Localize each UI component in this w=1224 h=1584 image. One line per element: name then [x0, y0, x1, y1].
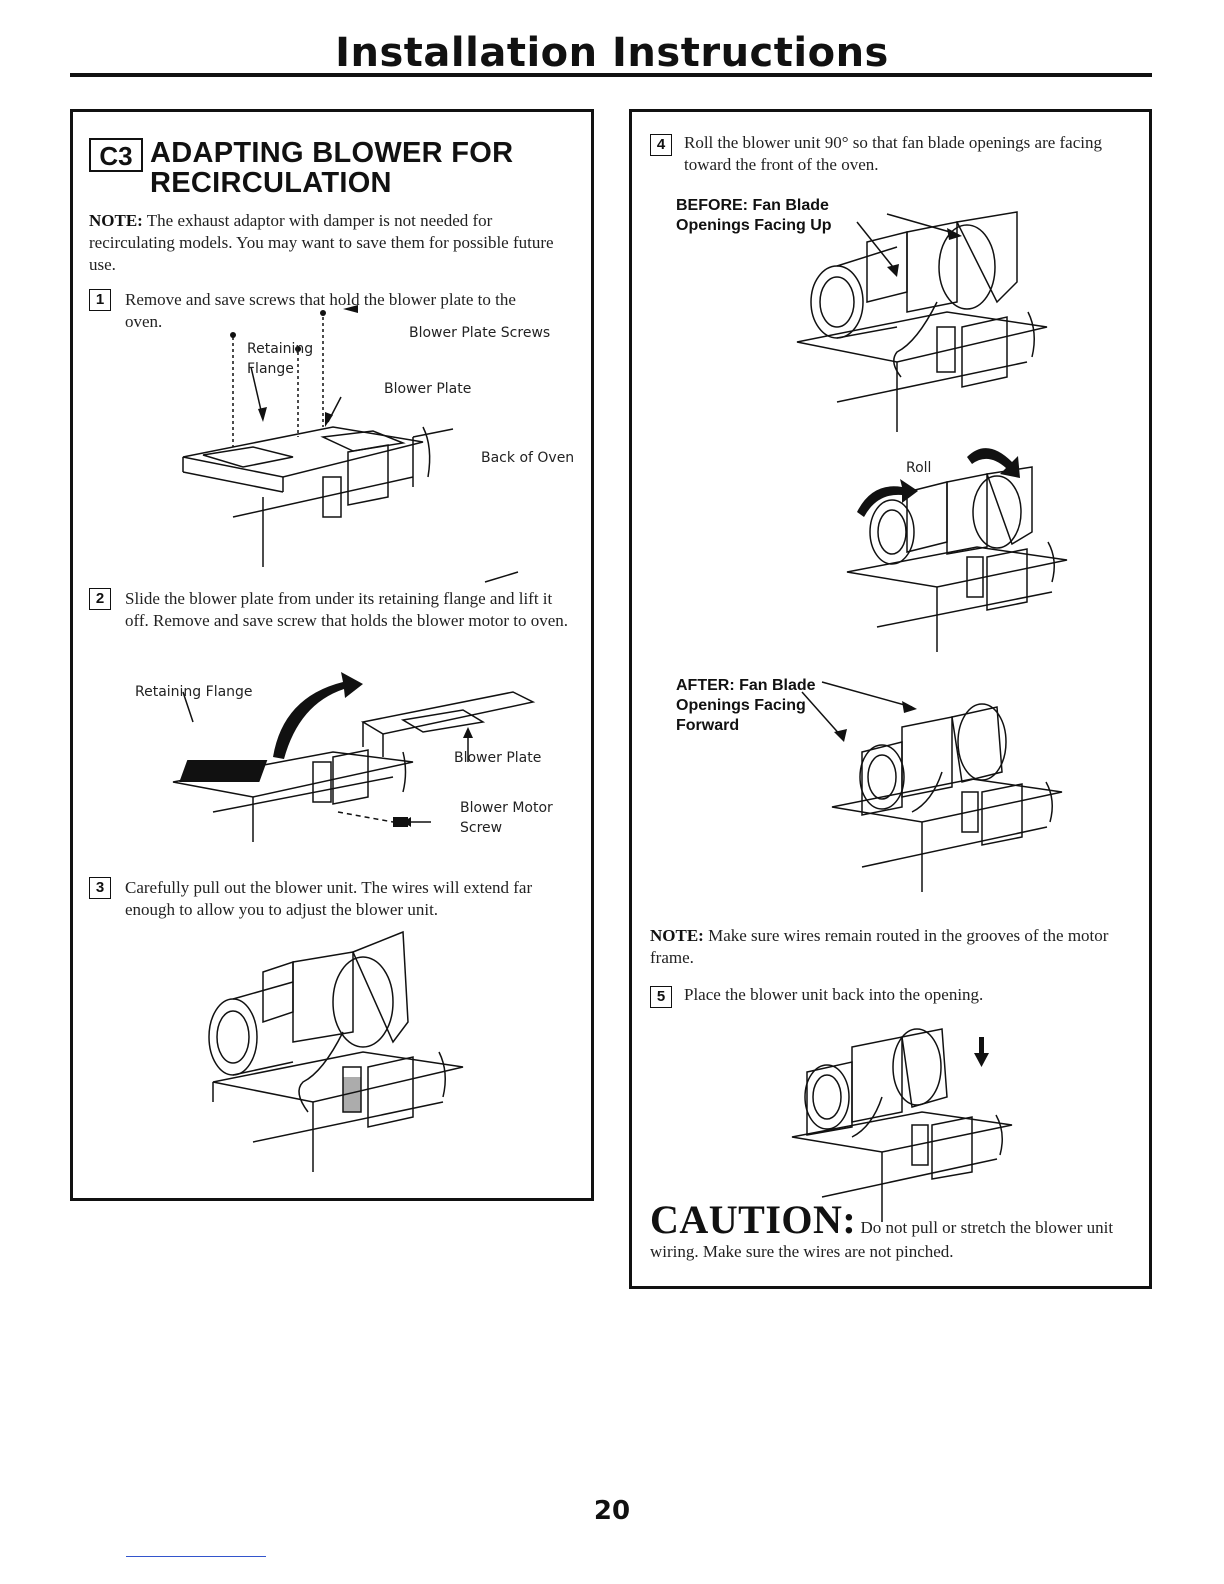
- blower-motor-screw-label-1: Blower Motor: [460, 800, 553, 816]
- step-2-box: 2: [89, 588, 111, 610]
- note-label-2: NOTE:: [650, 926, 704, 945]
- blower-unit-pulled-out-diagram: [208, 930, 464, 1172]
- step-5-box: 5: [650, 986, 672, 1008]
- after-fan-forward-diagram: [801, 681, 1063, 892]
- blower-plate-screws-label: Blower Plate Screws: [409, 325, 551, 341]
- step-4-text: Roll the blower unit 90° so that fan bla…: [684, 133, 1102, 174]
- section-code-box: C3: [89, 138, 143, 172]
- after-label-1: AFTER: Fan Blade: [676, 677, 816, 694]
- before-label-1: BEFORE: Fan Blade: [676, 197, 829, 214]
- footer-link-line: [126, 1556, 266, 1557]
- after-label-3: Forward: [676, 717, 740, 734]
- step-1-text: Remove and save screws that hold the blo…: [125, 290, 516, 331]
- back-of-oven-label: Back of Oven: [481, 450, 575, 466]
- retaining-flange-label-1: Retaining: [247, 341, 314, 357]
- before-label-2: Openings Facing Up: [676, 217, 832, 234]
- place-blower-back-diagram: [791, 1028, 1013, 1222]
- step-1-box: 1: [89, 289, 111, 311]
- note-text: The exhaust adaptor with damper is not n…: [89, 211, 554, 274]
- title-rule: [70, 73, 1152, 77]
- note-label: NOTE:: [89, 211, 143, 230]
- retaining-flange-label: Retaining Flange: [135, 684, 253, 700]
- note-text-2: Make sure wires remain routed in the gro…: [650, 926, 1109, 967]
- retaining-flange-label-2: Flange: [247, 361, 294, 377]
- page-title: Installation Instructions: [335, 30, 889, 76]
- caution-word: CAUTION:: [650, 1197, 857, 1242]
- section-heading-line1: ADAPTING BLOWER FOR: [150, 137, 514, 169]
- step-3-box: 3: [89, 877, 111, 899]
- after-label-2: Openings Facing: [676, 697, 806, 714]
- right-panel: 4 Roll the blower unit 90° so that fan b…: [629, 109, 1152, 1289]
- blower-plate-label-1: Blower Plate: [384, 381, 472, 397]
- step-5-text: Place the blower unit back into the open…: [684, 985, 984, 1004]
- roll-blower-diagram: [846, 448, 1068, 652]
- blower-plate-label-2: Blower Plate: [454, 750, 542, 766]
- step-3-text: Carefully pull out the blower unit. The …: [125, 878, 533, 919]
- note-paragraph-2: NOTE: Make sure wires remain routed in t…: [650, 925, 1140, 969]
- blower-plate-removal-diagram: [172, 672, 536, 842]
- blower-motor-screw-label-2: Screw: [460, 820, 503, 836]
- caution-paragraph: CAUTION: Do not pull or stretch the blow…: [650, 1200, 1140, 1264]
- note-paragraph: NOTE: The exhaust adaptor with damper is…: [89, 210, 569, 276]
- caution-text: Do not pull or stretch the blower unit w…: [650, 1218, 1114, 1261]
- roll-label: Roll: [906, 460, 932, 476]
- step-2-text: Slide the blower plate from under its re…: [125, 589, 568, 630]
- step-4-box: 4: [650, 134, 672, 156]
- section-heading-line2: RECIRCULATION: [150, 167, 392, 199]
- page-number: 20: [593, 1496, 631, 1526]
- left-panel: C3 ADAPTING BLOWER FOR RECIRCULATION NOT…: [70, 109, 594, 1201]
- blower-plate-diagram: [182, 305, 519, 583]
- before-fan-up-diagram: [796, 211, 1048, 432]
